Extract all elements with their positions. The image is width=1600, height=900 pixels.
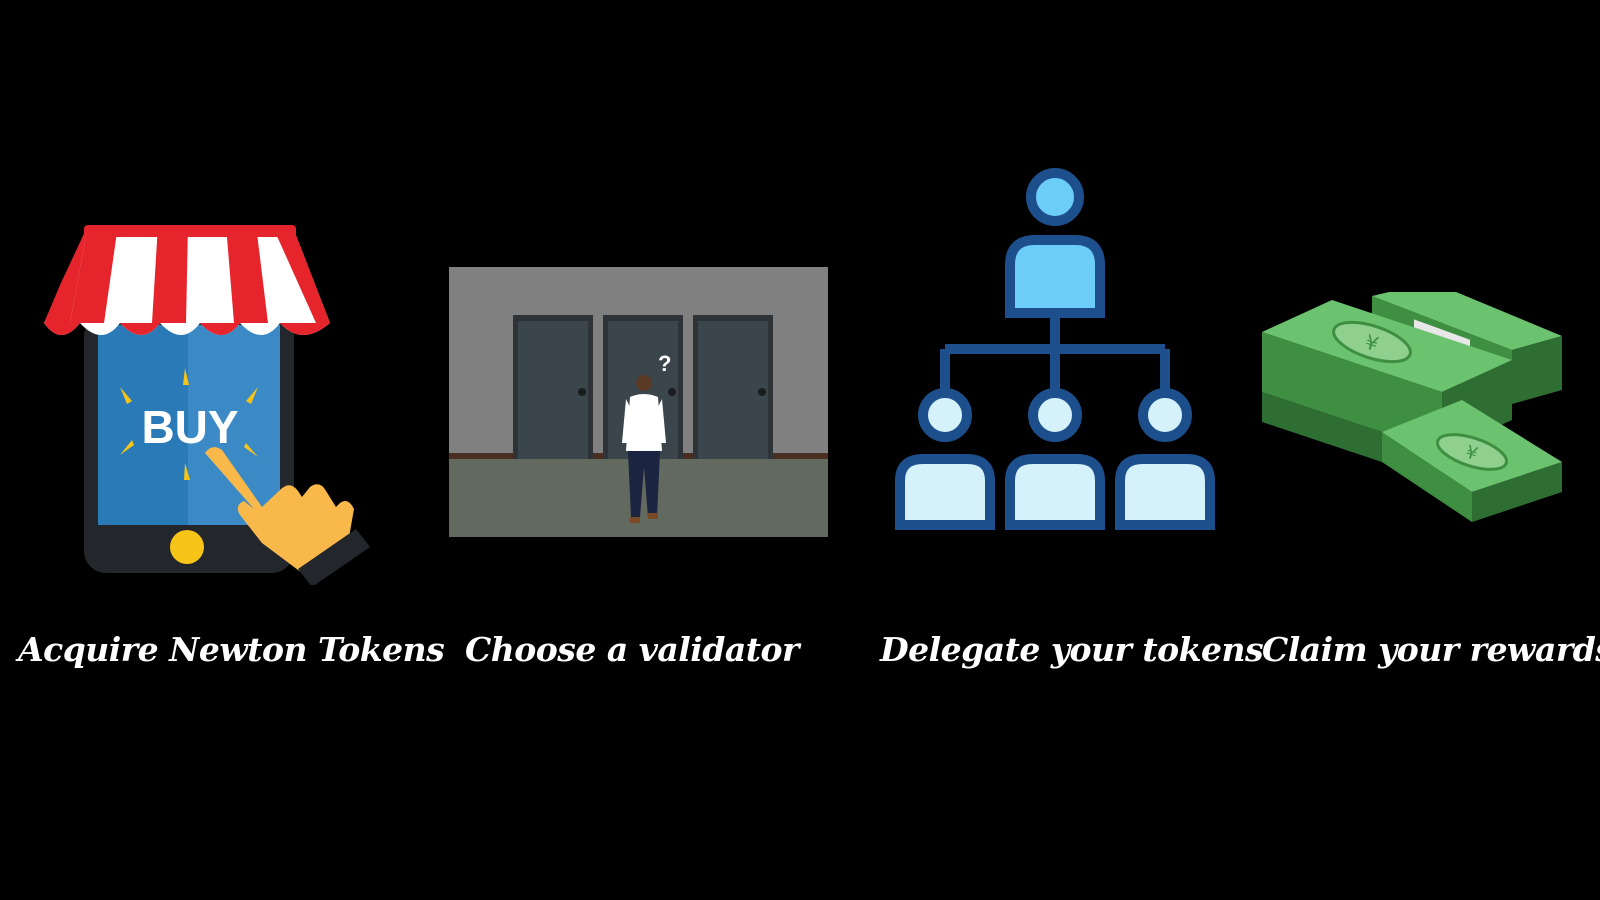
step-4-caption: Claim your rewards — [1262, 630, 1600, 669]
question-mark: ? — [658, 351, 671, 376]
step-2-caption: Choose a validator — [465, 630, 799, 669]
door-left — [513, 315, 593, 459]
door-right — [693, 315, 773, 459]
org-chart-icon — [895, 168, 1215, 530]
sparkle-rays — [120, 368, 258, 480]
child-person-middle — [1005, 388, 1105, 530]
step-1-illustration: BUY — [40, 225, 380, 585]
step-2-illustration: ? — [449, 267, 828, 537]
step-1-caption: Acquire Newton Tokens — [18, 630, 445, 669]
three-doors-person-icon: ? — [449, 267, 828, 537]
buy-label: BUY — [141, 401, 238, 453]
child-person-left — [895, 388, 995, 530]
child-person-right — [1115, 388, 1215, 530]
home-button — [170, 530, 204, 564]
money-stack-front: ¥ — [1382, 400, 1562, 522]
step-3-caption: Delegate your tokens — [880, 630, 1264, 669]
step-4-illustration: ¥ ¥ — [1262, 292, 1562, 532]
person-figure — [622, 375, 666, 523]
money-stacks-icon: ¥ ¥ — [1262, 292, 1562, 522]
top-person — [1005, 168, 1105, 318]
step-3-illustration — [895, 165, 1215, 530]
pointing-hand-icon — [205, 447, 370, 585]
shop-buy-phone-icon: BUY — [44, 225, 370, 585]
